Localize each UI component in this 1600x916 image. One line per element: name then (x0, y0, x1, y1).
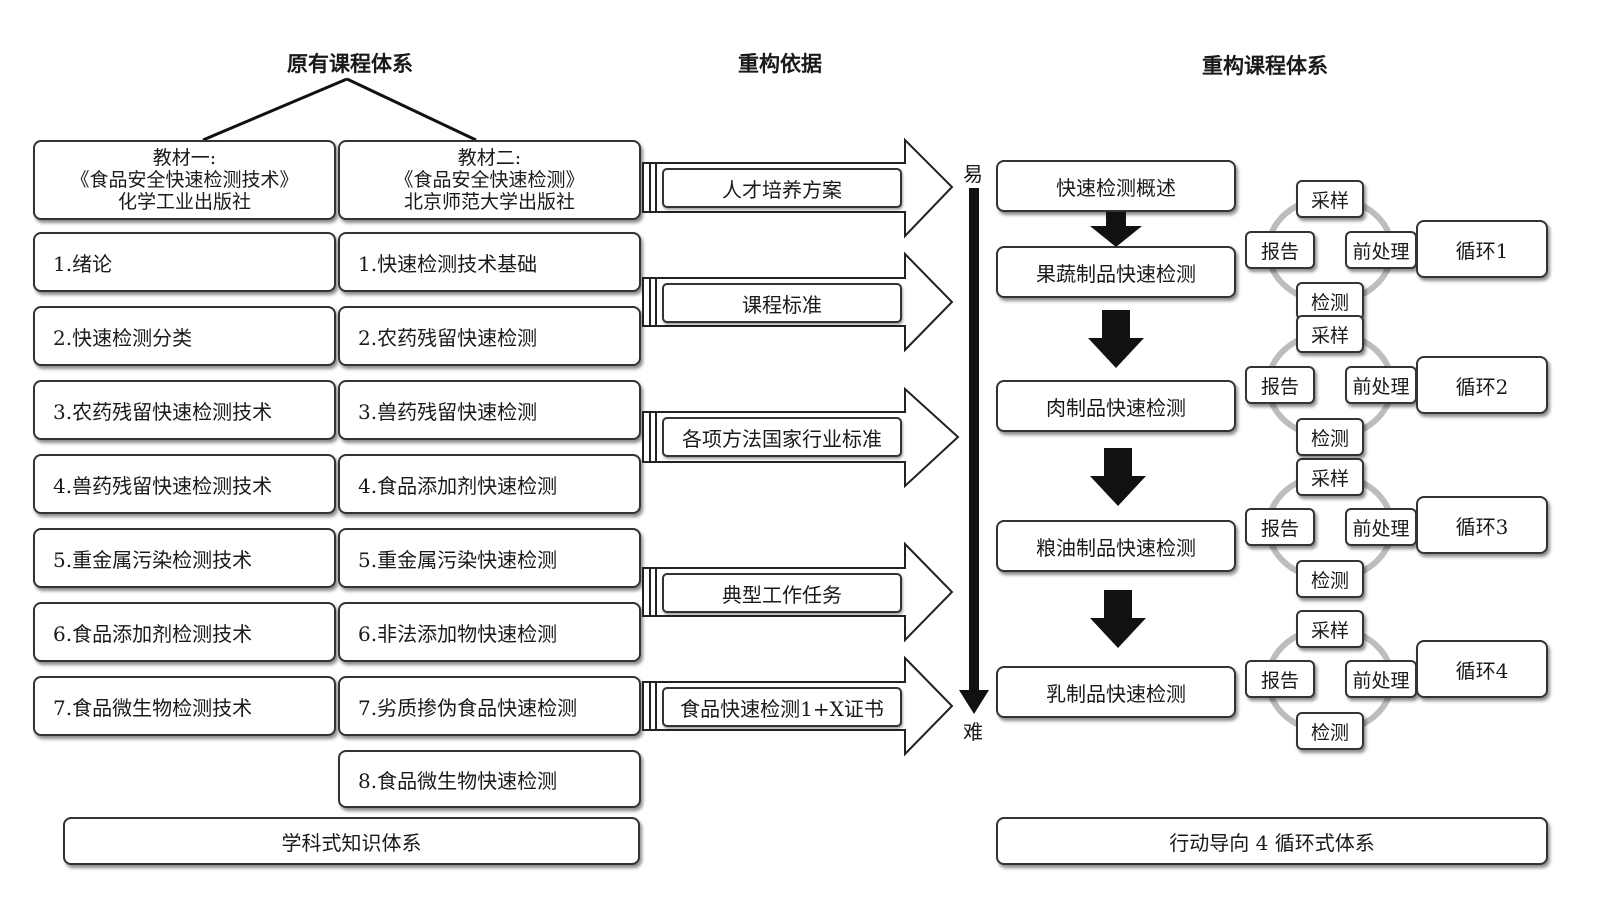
textbook2-chapter: 8.食品微生物快速检测 (338, 750, 641, 808)
step-pretreat: 前处理 (1345, 660, 1417, 698)
textbook1-chapter: 4.兽药残留快速检测技术 (33, 454, 336, 514)
step-sample: 采样 (1296, 458, 1364, 496)
basis-item: 人才培养方案 (662, 168, 902, 208)
textbook2-title: 《食品安全快速检测》 (394, 169, 585, 191)
textbook2-chapter: 7.劣质掺伪食品快速检测 (338, 676, 641, 736)
textbook1-chapter: 2.快速检测分类 (33, 306, 336, 366)
header-original: 原有课程体系 (287, 51, 413, 76)
basis-item: 典型工作任务 (662, 573, 902, 613)
step-report: 报告 (1245, 366, 1315, 404)
textbook1-chapter: 6.食品添加剂检测技术 (33, 602, 336, 662)
textbook1-box: 教材一: 《食品安全快速检测技术》 化学工业出版社 (33, 140, 336, 220)
basis-item: 食品快速检测1+X证书 (662, 687, 902, 727)
textbook1-chapter: 1.绪论 (33, 232, 336, 292)
cycle-label: 循环1 (1416, 220, 1548, 278)
header-reconstructed: 重构课程体系 (1202, 53, 1328, 78)
step-detect: 检测 (1296, 560, 1364, 598)
textbook2-chapter: 1.快速检测技术基础 (338, 232, 641, 292)
textbook1-line1: 教材一: (152, 147, 217, 169)
textbook1-publisher: 化学工业出版社 (117, 191, 251, 213)
step-report: 报告 (1245, 508, 1315, 546)
down-arrow (1090, 590, 1146, 648)
step-sample: 采样 (1296, 610, 1364, 648)
difficulty-arrow (959, 188, 989, 714)
step-pretreat: 前处理 (1345, 508, 1417, 546)
module-box: 肉制品快速检测 (996, 380, 1236, 432)
textbook1-chapter: 5.重金属污染检测技术 (33, 528, 336, 588)
textbook1-chapter: 7.食品微生物检测技术 (33, 676, 336, 736)
textbook2-box: 教材二: 《食品安全快速检测》 北京师范大学出版社 (338, 140, 641, 220)
textbook2-publisher: 北京师范大学出版社 (403, 191, 575, 213)
cycle-label: 循环3 (1416, 496, 1548, 554)
down-arrow (1090, 448, 1146, 506)
textbook2-chapter: 5.重金属污染快速检测 (338, 528, 641, 588)
module-box: 粮油制品快速检测 (996, 520, 1236, 572)
step-report: 报告 (1245, 231, 1315, 269)
basis-item: 课程标准 (662, 283, 902, 323)
textbook2-chapter: 3.兽药残留快速检测 (338, 380, 641, 440)
module-box: 快速检测概述 (996, 160, 1236, 212)
textbook1-chapter: 3.农药残留快速检测技术 (33, 380, 336, 440)
basis-item: 各项方法国家行业标准 (662, 417, 902, 457)
footer-right: 行动导向 4 循环式体系 (996, 817, 1548, 865)
footer-left: 学科式知识体系 (63, 817, 640, 865)
textbook1-title: 《食品安全快速检测技术》 (70, 169, 299, 191)
step-pretreat: 前处理 (1345, 366, 1417, 404)
step-report: 报告 (1245, 660, 1315, 698)
difficulty-easy: 易 (963, 162, 983, 186)
textbook2-line1: 教材二: (457, 147, 522, 169)
header-basis: 重构依据 (738, 51, 822, 76)
down-arrow (1088, 310, 1144, 368)
module-box: 乳制品快速检测 (996, 666, 1236, 718)
cycle-label: 循环2 (1416, 356, 1548, 414)
textbook2-chapter: 4.食品添加剂快速检测 (338, 454, 641, 514)
step-sample: 采样 (1296, 180, 1364, 218)
step-detect: 检测 (1296, 282, 1364, 320)
textbook2-chapter: 2.农药残留快速检测 (338, 306, 641, 366)
step-sample: 采样 (1296, 315, 1364, 353)
step-detect: 检测 (1296, 418, 1364, 456)
textbook2-chapter: 6.非法添加物快速检测 (338, 602, 641, 662)
step-pretreat: 前处理 (1345, 231, 1417, 269)
down-arrow (1090, 212, 1142, 247)
difficulty-hard: 难 (963, 720, 983, 744)
cycle-label: 循环4 (1416, 640, 1548, 698)
step-detect: 检测 (1296, 712, 1364, 750)
